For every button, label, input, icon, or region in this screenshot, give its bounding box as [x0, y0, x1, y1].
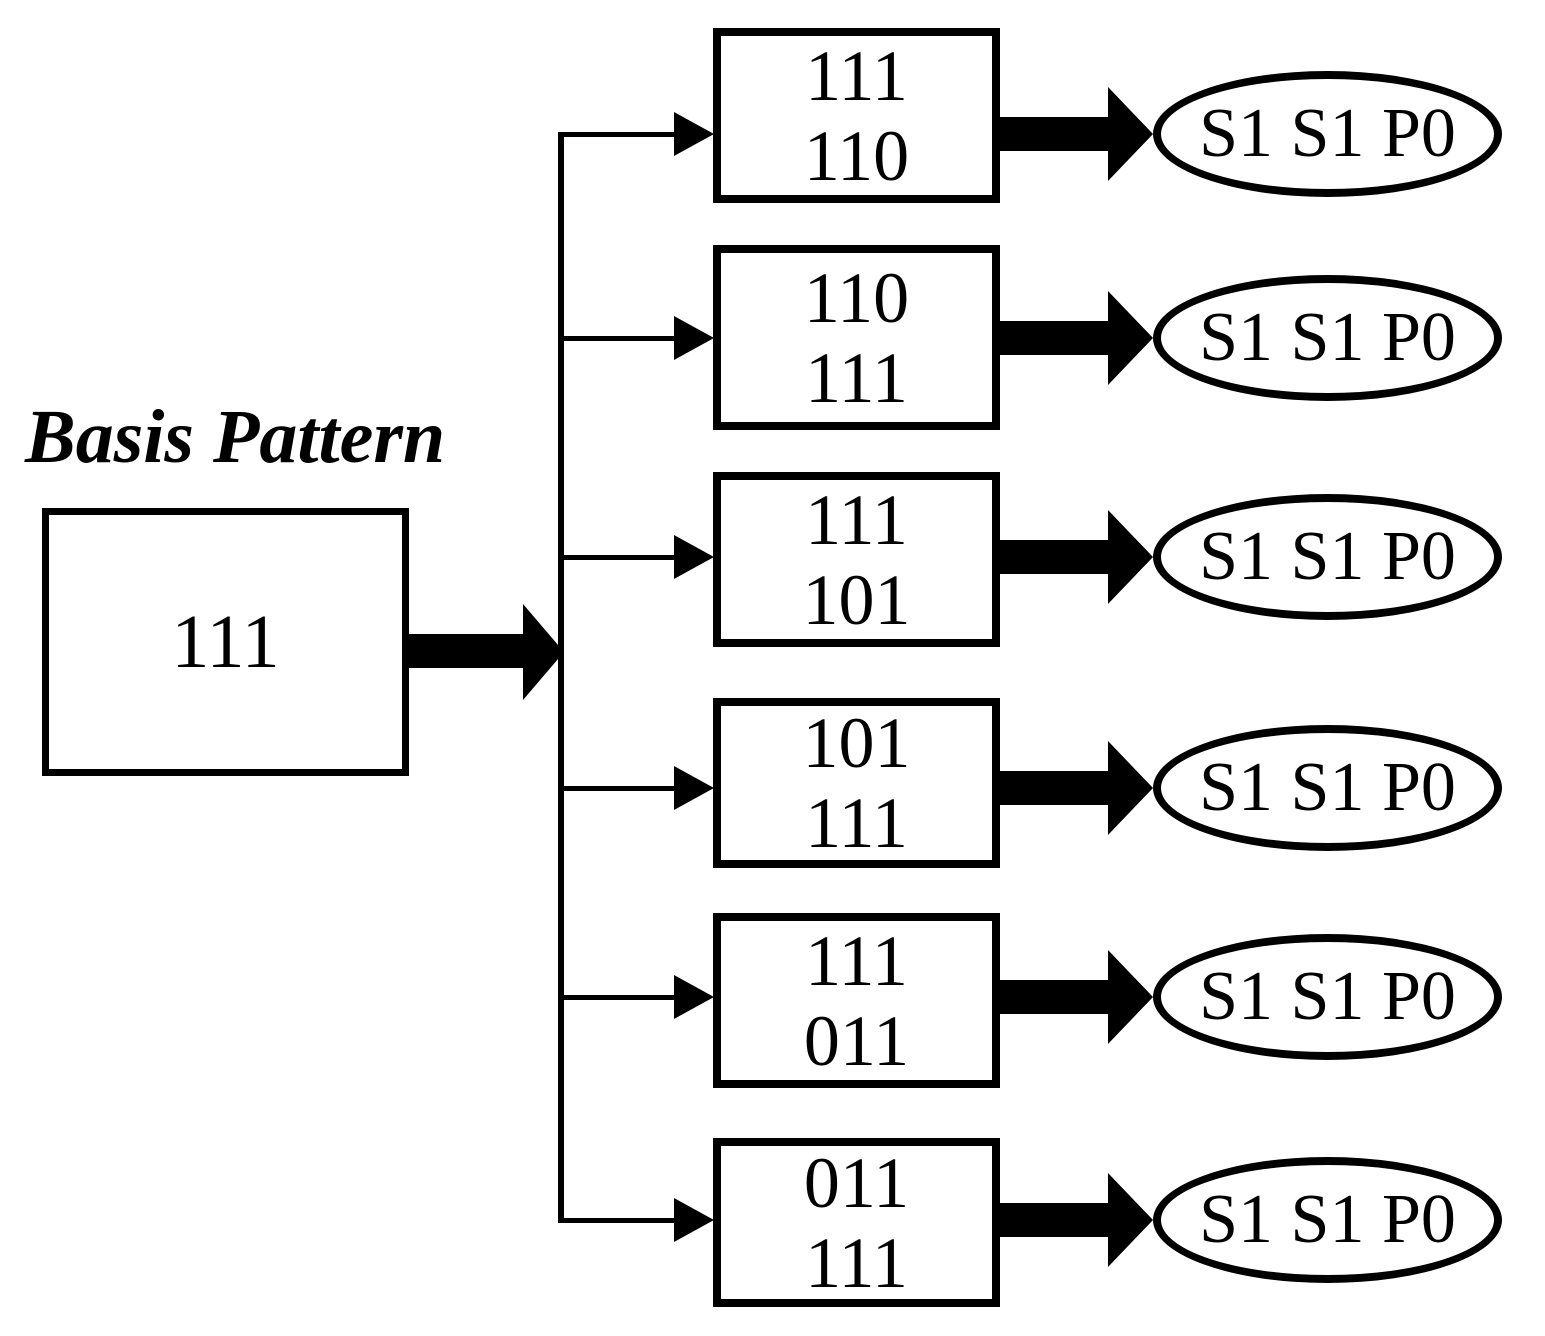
result-ellipse-2: S1 S1 P0 — [1153, 275, 1502, 401]
pattern-box-4-line2: 111 — [805, 783, 908, 863]
basis-pattern-box: 111 — [42, 508, 409, 776]
pattern-box-5: 111 011 — [713, 913, 1000, 1088]
pattern-box-6-line1: 011 — [803, 1142, 910, 1223]
branch-arrow-1 — [558, 112, 714, 156]
result-ellipse-3: S1 S1 P0 — [1153, 494, 1502, 620]
branch-arrow-2 — [558, 316, 714, 360]
pattern-box-4: 101 111 — [713, 698, 1000, 868]
pattern-box-2-line2: 111 — [805, 337, 908, 418]
result-label-3: S1 S1 P0 — [1199, 518, 1456, 595]
result-ellipse-5: S1 S1 P0 — [1153, 934, 1502, 1060]
branch-arrow-6 — [558, 1198, 714, 1242]
result-ellipse-6: S1 S1 P0 — [1153, 1157, 1502, 1283]
branch-arrow-3 — [558, 535, 714, 579]
result-label-6: S1 S1 P0 — [1199, 1181, 1456, 1258]
output-arrow-1 — [995, 87, 1153, 181]
diagram-title: Basis Pattern — [25, 395, 446, 479]
pattern-box-1: 111 110 — [713, 28, 1000, 203]
pattern-box-4-line1: 101 — [802, 703, 911, 783]
pattern-box-3-line1: 111 — [805, 479, 908, 560]
result-label-5: S1 S1 P0 — [1199, 958, 1456, 1035]
pattern-box-6: 011 111 — [713, 1138, 1000, 1307]
pattern-box-5-line2: 011 — [803, 1000, 910, 1081]
branch-arrow-5 — [558, 975, 714, 1019]
output-arrow-2 — [995, 291, 1153, 385]
pattern-box-2-line1: 110 — [803, 257, 910, 338]
pattern-box-1-line2: 110 — [803, 115, 910, 196]
pattern-box-3: 111 101 — [713, 472, 1000, 647]
pattern-box-5-line1: 111 — [805, 920, 908, 1001]
result-ellipse-4: S1 S1 P0 — [1153, 725, 1502, 851]
output-arrow-3 — [995, 510, 1153, 604]
result-label-1: S1 S1 P0 — [1199, 95, 1456, 172]
result-ellipse-1: S1 S1 P0 — [1153, 71, 1502, 197]
pattern-box-3-line2: 101 — [802, 559, 911, 640]
output-arrow-5 — [995, 950, 1153, 1044]
result-label-2: S1 S1 P0 — [1199, 299, 1456, 376]
result-label-4: S1 S1 P0 — [1199, 749, 1456, 826]
pattern-box-6-line2: 111 — [805, 1222, 908, 1303]
basis-output-arrow — [405, 604, 564, 700]
branch-arrow-4 — [558, 766, 714, 810]
pattern-box-1-line1: 111 — [805, 35, 908, 116]
output-arrow-4 — [995, 741, 1153, 835]
basis-pattern-value: 111 — [171, 599, 280, 684]
pattern-box-2: 110 111 — [713, 245, 1000, 430]
trunk-line — [558, 132, 564, 1223]
output-arrow-6 — [995, 1173, 1153, 1267]
